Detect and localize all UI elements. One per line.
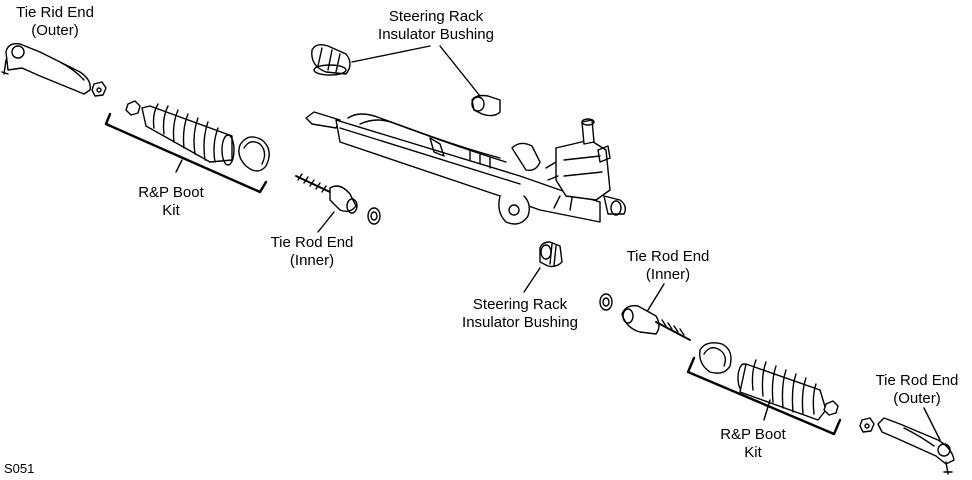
label-rp-boot-kit-left: R&P Boot Kit [138, 184, 204, 219]
castle-nut-left [91, 81, 107, 97]
leader-steering-bushing-mid [523, 267, 541, 293]
label-tie-rod-end-inner-left: Tie Rod End (Inner) [270, 234, 354, 269]
castle-nut-right [859, 417, 875, 433]
rack-bushing-small-top [471, 94, 501, 117]
outer-tie-rod-end-left [1, 42, 91, 95]
label-tie-rod-end-inner-right: Tie Rod End (Inner) [626, 248, 710, 283]
leader-tie-rod-inner-right [647, 283, 665, 311]
label-rp-boot-kit-right: R&P Boot Kit [720, 426, 786, 461]
leader-steering-bushing-top [351, 45, 431, 63]
bracket-rp-boot-kit-right [686, 356, 842, 436]
rack-insulator-bushing-top [311, 43, 351, 76]
rack-insulator-bushing-mid [539, 241, 563, 268]
boot-clamp-right [699, 342, 732, 374]
label-steering-rack-bushing-top: Steering Rack Insulator Bushing [378, 8, 494, 43]
lock-washer-right [599, 293, 613, 311]
bracket-rp-boot-kit-left [104, 112, 268, 194]
inner-tie-rod-right [621, 304, 691, 341]
steering-rack-housing [305, 111, 627, 225]
label-tie-rod-end-outer-right: Tie Rod End (Outer) [875, 372, 959, 407]
label-tie-rod-end-outer-left: Tie Rid End (Outer) [16, 4, 94, 39]
rack-boot-right [737, 359, 827, 421]
leader-tie-rod-outer-right [923, 407, 941, 441]
lock-washer-left [367, 207, 381, 225]
boot-clamp-left [238, 136, 270, 172]
leader-rp-boot-kit-right [763, 399, 771, 421]
label-steering-rack-bushing-mid: Steering Rack Insulator Bushing [462, 296, 578, 331]
rack-boot-left [141, 103, 235, 166]
leader-steering-bushing-top-2 [439, 45, 481, 97]
jam-nut-left [125, 100, 141, 116]
outer-tie-rod-end-right [877, 417, 955, 475]
leader-rp-boot-kit-left [175, 159, 183, 173]
leader-tie-rod-inner-left [317, 211, 335, 233]
jam-nut-right [823, 400, 839, 416]
inner-tie-rod-left [295, 173, 358, 214]
figure-code: S051 [4, 461, 35, 476]
